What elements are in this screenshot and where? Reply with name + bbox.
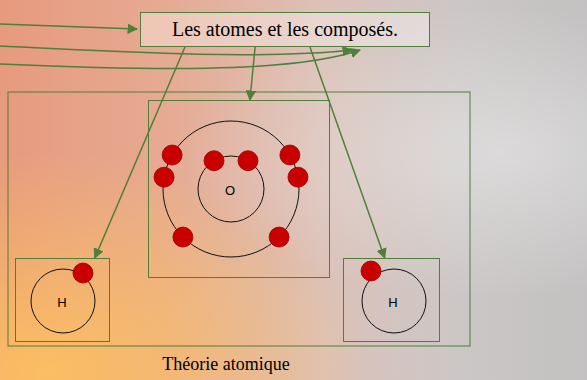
incoming-leader — [0, 24, 137, 29]
atom-box: O — [148, 100, 330, 278]
electron — [280, 145, 300, 165]
caption: Théorie atomique — [162, 354, 289, 375]
incoming-leader — [0, 46, 352, 55]
connector-arrow — [250, 47, 255, 100]
atom-box: H — [15, 258, 110, 342]
element-symbol: O — [225, 184, 235, 198]
connector-arrow — [310, 47, 385, 258]
electron — [238, 151, 258, 171]
element-symbol: H — [57, 296, 66, 310]
element-symbol: H — [388, 296, 397, 310]
electron — [154, 167, 174, 187]
title-text: Les atomes et les composés. — [172, 18, 398, 41]
atom-box: H — [343, 258, 440, 342]
electron — [361, 261, 381, 281]
electron — [173, 227, 193, 247]
electron — [204, 151, 224, 171]
connector-arrow — [95, 47, 185, 258]
title-box: Les atomes et les composés. — [140, 12, 430, 47]
atom-drawing — [149, 101, 331, 279]
electron-shell — [163, 121, 299, 257]
molecule-frame — [8, 92, 470, 346]
electron — [162, 145, 182, 165]
electron — [269, 227, 289, 247]
electron — [288, 167, 308, 187]
electron — [73, 263, 93, 283]
